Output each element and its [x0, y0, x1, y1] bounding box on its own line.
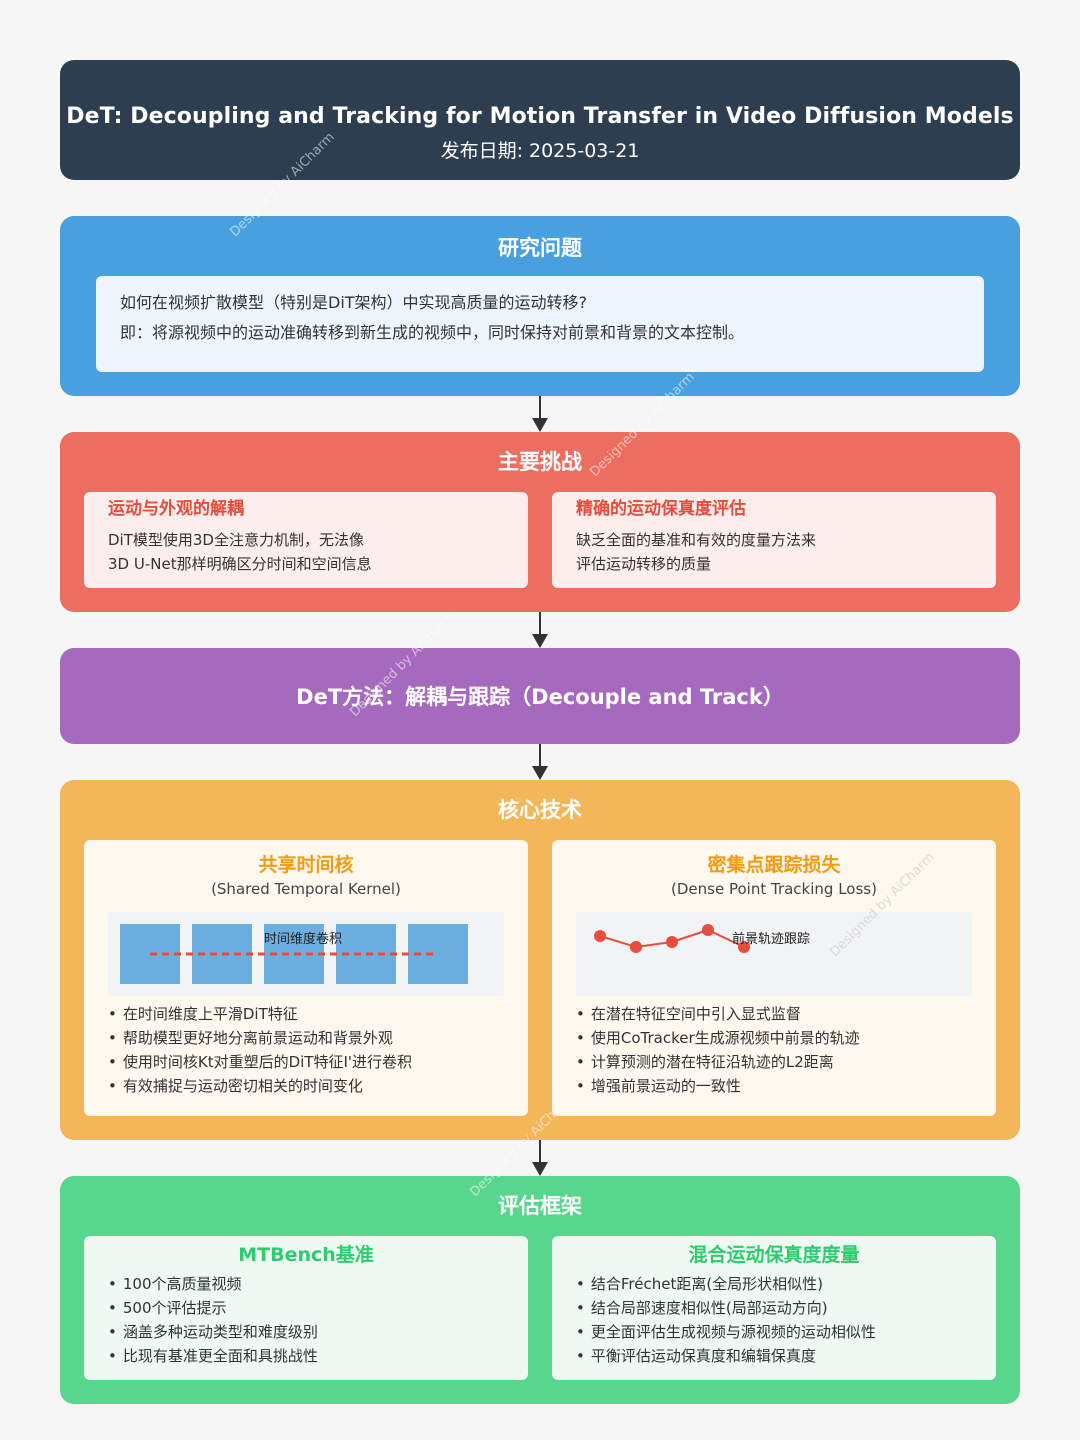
challenge-line: DiT模型使用3D全注意力机制，无法像: [108, 531, 364, 549]
challenge-heading: 运动与外观的解耦: [108, 499, 244, 519]
list-item: 有效捕捉与运动密切相关的时间变化: [108, 1074, 412, 1098]
list-item: 结合Fréchet距离(全局形状相似性): [576, 1272, 876, 1296]
core-title: 核心技术: [498, 798, 582, 822]
list-item: 比现有基准更全面和具挑战性: [108, 1344, 318, 1368]
list-item: 在潜在特征空间中引入显式监督: [576, 1002, 860, 1026]
temporal-conv-line: [150, 952, 434, 956]
kernel-diagram: 时间维度卷积: [108, 912, 504, 996]
research-panel: 研究问题 如何在视频扩散模型（特别是DiT架构）中实现高质量的运动转移? 即：将…: [60, 216, 1020, 396]
list-item: 涵盖多种运动类型和难度级别: [108, 1320, 318, 1344]
metric-heading: 混合运动保真度度量: [688, 1244, 860, 1266]
tracking-card: 密集点跟踪损失 (Dense Point Tracking Loss) 前景轨迹…: [552, 840, 996, 1116]
challenge-line: 3D U-Net那样明确区分时间和空间信息: [108, 555, 372, 573]
arrow-down-icon: [532, 744, 548, 780]
kernel-subtitle: (Shared Temporal Kernel): [211, 880, 401, 898]
list-item: 在时间维度上平滑DiT特征: [108, 1002, 412, 1026]
arrow-down-icon: [532, 396, 548, 432]
kernel-card: 共享时间核 (Shared Temporal Kernel) 时间维度卷积 在时…: [84, 840, 528, 1116]
list-item: 500个评估提示: [108, 1296, 318, 1320]
header-panel: DeT: Decoupling and Tracking for Motion …: [60, 60, 1020, 180]
arrow-down-icon: [532, 612, 548, 648]
list-item: 使用时间核Kt对重塑后的DiT特征I'进行卷积: [108, 1050, 412, 1074]
challenge-line: 评估运动转移的质量: [576, 555, 712, 573]
research-line: 即：将源视频中的运动准确转移到新生成的视频中，同时保持对前景和背景的文本控制。: [120, 323, 745, 342]
research-question-box: 如何在视频扩散模型（特别是DiT架构）中实现高质量的运动转移? 即：将源视频中的…: [96, 276, 984, 372]
tracking-subtitle: (Dense Point Tracking Loss): [671, 880, 877, 898]
research-line: 如何在视频扩散模型（特别是DiT架构）中实现高质量的运动转移?: [120, 293, 588, 312]
method-title: DeT方法：解耦与跟踪（Decouple and Track）: [296, 685, 784, 709]
bench-card: MTBench基准 100个高质量视频 500个评估提示 涵盖多种运动类型和难度…: [84, 1236, 528, 1380]
trajectory-plot: [594, 924, 750, 953]
tracking-diagram: 前景轨迹跟踪: [576, 912, 972, 996]
challenge-card-decoupling: 运动与外观的解耦 DiT模型使用3D全注意力机制，无法像 3D U-Net那样明…: [84, 492, 528, 588]
evaluation-title: 评估框架: [498, 1194, 582, 1218]
evaluation-panel: 评估框架 MTBench基准 100个高质量视频 500个评估提示 涵盖多种运动…: [60, 1176, 1020, 1404]
method-panel: DeT方法：解耦与跟踪（Decouple and Track）: [60, 648, 1020, 744]
tracking-diagram-label: 前景轨迹跟踪: [732, 932, 811, 947]
list-item: 结合局部速度相似性(局部运动方向): [576, 1296, 876, 1320]
tracking-bullets: 在潜在特征空间中引入显式监督 使用CoTracker生成源视频中前景的轨迹 计算…: [576, 1002, 860, 1098]
kernel-bullets: 在时间维度上平滑DiT特征 帮助模型更好地分离前景运动和背景外观 使用时间核Kt…: [108, 1002, 412, 1098]
bench-heading: MTBench基准: [238, 1244, 374, 1266]
metric-bullets: 结合Fréchet距离(全局形状相似性) 结合局部速度相似性(局部运动方向) 更…: [576, 1272, 876, 1368]
list-item: 帮助模型更好地分离前景运动和背景外观: [108, 1026, 412, 1050]
metric-card: 混合运动保真度度量 结合Fréchet距离(全局形状相似性) 结合局部速度相似性…: [552, 1236, 996, 1380]
list-item: 使用CoTracker生成源视频中前景的轨迹: [576, 1026, 860, 1050]
tracking-heading: 密集点跟踪损失: [707, 854, 841, 876]
paper-title: DeT: Decoupling and Tracking for Motion …: [66, 104, 1014, 129]
core-panel: 核心技术 共享时间核 (Shared Temporal Kernel) 时间维度…: [60, 780, 1020, 1140]
kernel-diagram-label: 时间维度卷积: [264, 932, 343, 947]
list-item: 增强前景运动的一致性: [576, 1074, 860, 1098]
research-title: 研究问题: [498, 236, 582, 260]
kernel-heading: 共享时间核: [258, 854, 354, 876]
publish-date: 发布日期: 2025-03-21: [440, 140, 640, 162]
bench-bullets: 100个高质量视频 500个评估提示 涵盖多种运动类型和难度级别 比现有基准更全…: [108, 1272, 318, 1368]
arrow-down-icon: [532, 1140, 548, 1176]
list-item: 平衡评估运动保真度和编辑保真度: [576, 1344, 876, 1368]
challenge-card-evaluation: 精确的运动保真度评估 缺乏全面的基准和有效的度量方法来 评估运动转移的质量: [552, 492, 996, 588]
challenges-panel: 主要挑战 运动与外观的解耦 DiT模型使用3D全注意力机制，无法像 3D U-N…: [60, 432, 1020, 612]
challenges-title: 主要挑战: [498, 450, 582, 474]
list-item: 计算预测的潜在特征沿轨迹的L2距离: [576, 1050, 860, 1074]
challenge-heading: 精确的运动保真度评估: [576, 499, 746, 519]
list-item: 100个高质量视频: [108, 1272, 318, 1296]
list-item: 更全面评估生成视频与源视频的运动相似性: [576, 1320, 876, 1344]
challenge-line: 缺乏全面的基准和有效的度量方法来: [576, 531, 817, 549]
